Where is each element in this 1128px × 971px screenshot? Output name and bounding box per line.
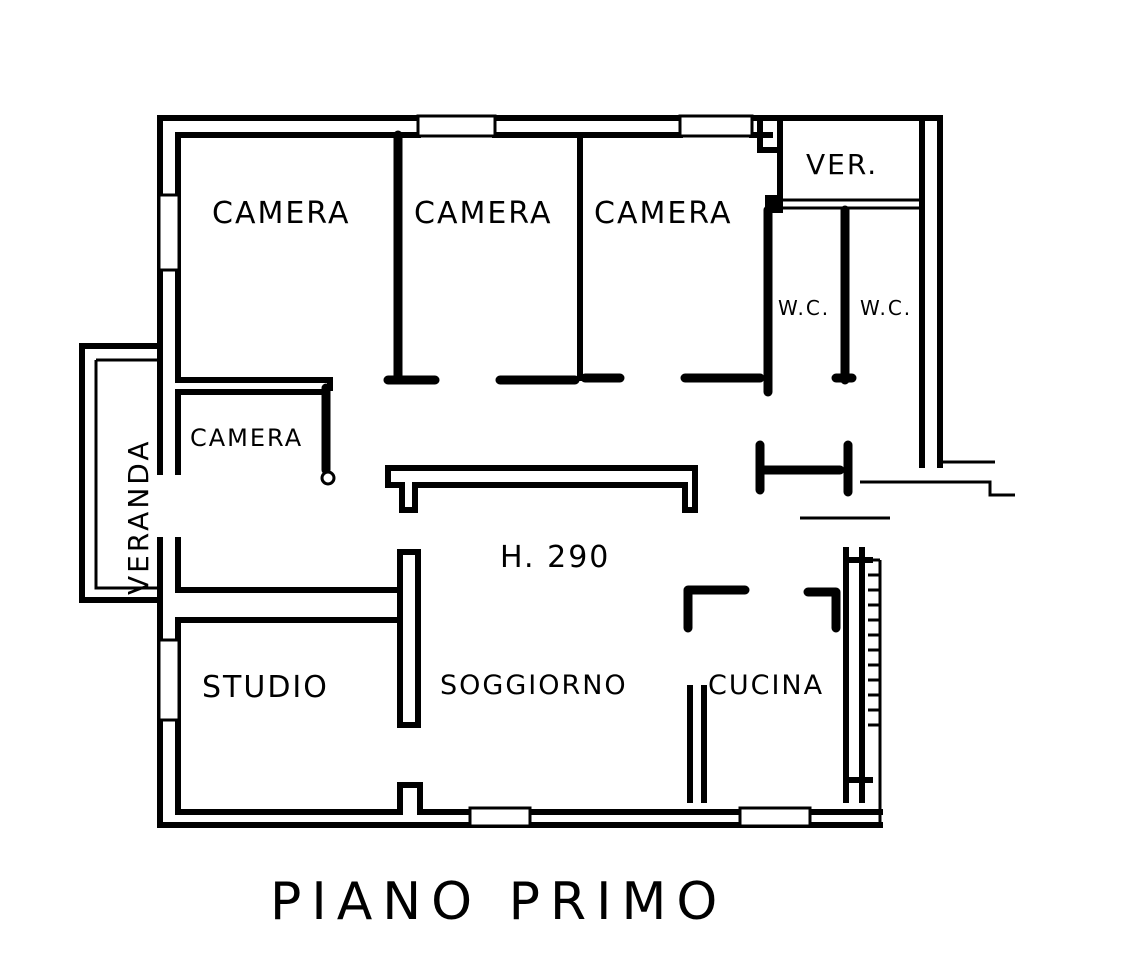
room-label-cucina: CUCINA bbox=[708, 670, 825, 701]
interior-walls bbox=[175, 130, 880, 815]
room-label-camera-4: CAMERA bbox=[190, 424, 304, 452]
room-label-wc-2: W.C. bbox=[860, 296, 913, 320]
height-note: H. 290 bbox=[500, 540, 611, 575]
plan-title: PIANO PRIMO bbox=[270, 872, 728, 932]
room-label-camera-3: CAMERA bbox=[594, 196, 733, 231]
room-label-soggiorno: SOGGIORNO bbox=[440, 670, 628, 701]
room-label-veranda: VERANDA bbox=[122, 438, 155, 596]
veranda-structure bbox=[79, 343, 163, 603]
room-label-camera-1: CAMERA bbox=[212, 196, 351, 231]
room-label-camera-2: CAMERA bbox=[414, 196, 553, 231]
room-label-wc-1: W.C. bbox=[778, 296, 831, 320]
room-label-ver: VER. bbox=[806, 148, 879, 181]
room-label-studio: STUDIO bbox=[202, 670, 329, 705]
ver-room bbox=[757, 117, 922, 213]
windows bbox=[157, 114, 812, 828]
